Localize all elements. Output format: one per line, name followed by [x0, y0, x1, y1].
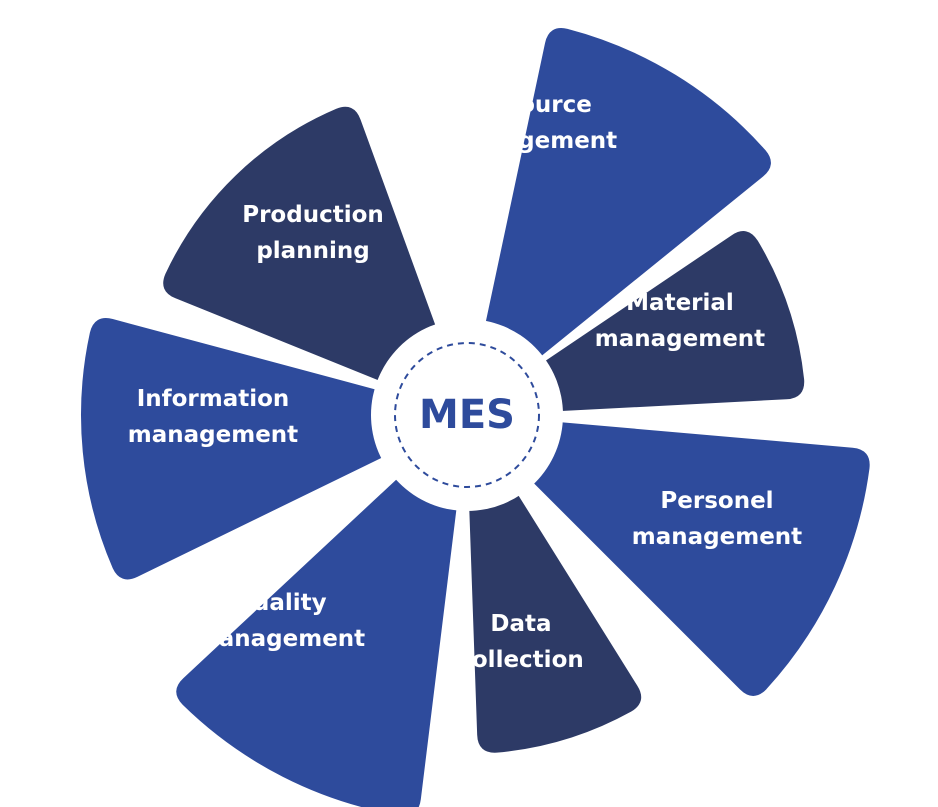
- segment-label-line: management: [447, 128, 617, 154]
- segment-label: Information management: [128, 386, 298, 448]
- center-label: MES: [419, 392, 515, 438]
- center-circle: [371, 319, 563, 511]
- segment-label-line: Personel: [660, 488, 773, 514]
- segment-label: Quality management: [195, 590, 365, 652]
- segment-label-line: management: [632, 524, 802, 550]
- segment-label: Personel management: [632, 488, 802, 550]
- segment-label: Production planning: [242, 202, 384, 264]
- segment-label: Resource management: [447, 92, 617, 154]
- segment-label: Material management: [595, 290, 765, 352]
- segment-label-line: Resource: [472, 92, 592, 118]
- center-hub: MES: [371, 319, 563, 511]
- center-dashed-ring: [394, 342, 540, 488]
- segment-label-line: planning: [256, 238, 369, 264]
- segment-label-line: Material: [626, 290, 734, 316]
- segment-label-line: management: [595, 326, 765, 352]
- segment-label-line: Information: [137, 386, 290, 412]
- segment-label-line: Quality: [233, 590, 326, 616]
- segment-label-line: management: [128, 422, 298, 448]
- segment-label-line: Production: [242, 202, 384, 228]
- segment-label-line: Data: [490, 611, 551, 637]
- segment-label-line: management: [195, 626, 365, 652]
- segment-label-line: collection: [458, 647, 584, 673]
- segment-label: Data collection: [458, 611, 584, 673]
